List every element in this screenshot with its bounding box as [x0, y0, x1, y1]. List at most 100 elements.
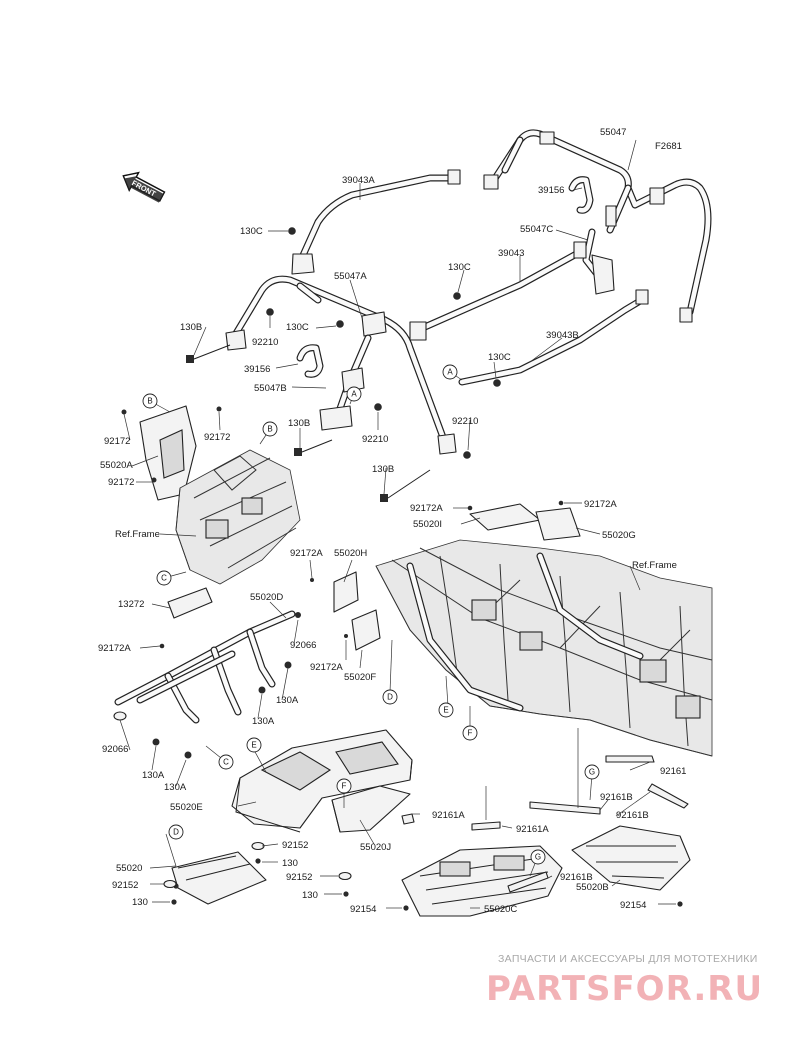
callout-b-2: B: [262, 421, 278, 437]
grab-bar-39156-rear: [568, 176, 594, 214]
part-label: 55047A: [334, 271, 367, 282]
ref-frame-label-front: Ref.Frame: [115, 529, 160, 540]
part-label: 55020A: [100, 460, 133, 471]
svg-text:A: A: [447, 368, 453, 377]
main-frame-reference: [375, 539, 713, 757]
part-label: 55047: [600, 127, 626, 138]
part-label: 92210: [252, 337, 278, 348]
callout-a-2: A: [442, 364, 458, 380]
svg-text:E: E: [251, 741, 256, 750]
part-label: 92210: [362, 434, 388, 445]
figure-code: F2681: [655, 141, 682, 152]
part-label: 92172A: [290, 548, 323, 559]
part-label: 55020G: [602, 530, 636, 541]
part-label: 55020C: [484, 904, 517, 915]
bumper-55020D: [113, 610, 301, 724]
part-label: 92154: [620, 900, 646, 911]
svg-text:F: F: [342, 782, 347, 791]
part-label: 55020F: [344, 672, 376, 683]
bolt-130B-c: [380, 469, 431, 502]
part-label: 130: [132, 897, 148, 908]
part-label: 92161: [660, 766, 686, 777]
part-label: 130C: [286, 322, 309, 333]
front-arrow-icon: FRONT: [122, 171, 166, 203]
guard-55020A: [121, 405, 222, 501]
cross-bar-39043: [409, 241, 587, 341]
part-label: 13272: [118, 599, 144, 610]
part-label: 55047B: [254, 383, 287, 394]
front-roll-hoop-55047A: [225, 275, 457, 455]
part-number-labels: 55047 39156 55047C 39043A 130C 39043 130…: [98, 127, 686, 915]
callouts: A A B B C C D D E E F F G G: [142, 364, 600, 865]
part-label: 55020D: [250, 592, 283, 603]
part-label: 55047C: [520, 224, 553, 235]
svg-text:G: G: [535, 853, 541, 862]
part-label: 130: [282, 858, 298, 869]
skid-plate-55020E: [231, 729, 413, 833]
rear-brace-55047C: [582, 205, 617, 295]
part-label: 92152: [112, 880, 138, 891]
skid-plate-55020C: [401, 845, 563, 917]
part-label: 130A: [142, 770, 165, 781]
part-label: 130B: [372, 464, 394, 475]
part-label: 92172A: [310, 662, 343, 673]
part-label: 92161A: [432, 810, 465, 821]
part-label: 55020I: [413, 519, 442, 530]
callout-c-1: C: [156, 570, 172, 586]
part-label: 55020E: [170, 802, 203, 813]
watermark: ЗАПЧАСТИ И АКСЕССУАРЫ ДЛЯ МОТОТЕХНИКИ PA…: [486, 953, 762, 1009]
part-label: 130A: [276, 695, 299, 706]
part-label: 130B: [288, 418, 310, 429]
part-label: 55020J: [360, 842, 391, 853]
strips-92161: [401, 755, 689, 893]
callout-f-2: F: [336, 778, 352, 794]
svg-text:C: C: [223, 758, 229, 767]
nut-92210-a: [266, 308, 274, 316]
part-label: 92152: [282, 840, 308, 851]
bolts-130A: [152, 661, 292, 759]
part-label: 92161B: [600, 792, 633, 803]
side-bar-39043A: [291, 169, 461, 275]
skid-plate-55020: [171, 851, 267, 905]
svg-text:G: G: [589, 768, 595, 777]
part-label: 92172: [204, 432, 230, 443]
callout-g-2: G: [530, 849, 546, 865]
svg-text:C: C: [161, 574, 167, 583]
skid-plate-55020J: [331, 785, 411, 833]
part-label: 92172A: [410, 503, 443, 514]
front-brace-55047B: [319, 334, 372, 431]
callout-d-1: D: [382, 689, 398, 705]
watermark-top-text: ЗАПЧАСТИ И АКСЕССУАРЫ ДЛЯ МОТОТЕХНИКИ: [498, 953, 758, 965]
front-frame-reference: [175, 449, 301, 585]
nut-130C-d: [493, 379, 501, 387]
callout-b-1: B: [142, 393, 158, 409]
part-label: 92172: [104, 436, 130, 447]
nut-130C-b: [453, 292, 461, 300]
svg-text:D: D: [173, 828, 179, 837]
part-label: 92172: [108, 477, 134, 488]
part-label: 39043A: [342, 175, 375, 186]
part-label: 92152: [286, 872, 312, 883]
callout-f-1: F: [462, 725, 478, 741]
part-label: 55020: [116, 863, 142, 874]
callout-c-2: C: [218, 754, 234, 770]
part-label: 39156: [538, 185, 564, 196]
part-label: 130A: [164, 782, 187, 793]
part-label: 92172A: [98, 643, 131, 654]
panels-55020I-55020G: [467, 500, 581, 541]
rear-roll-hoop-55047: [483, 129, 712, 323]
callout-e-2: E: [246, 737, 262, 753]
part-label: 92161A: [516, 824, 549, 835]
bracket-13272: [159, 587, 213, 649]
nut-92210-b: [374, 403, 382, 411]
bolt-130B-a: [186, 344, 231, 363]
side-bar-39043B: [458, 289, 649, 386]
part-label: 92172A: [584, 499, 617, 510]
part-label: 92210: [452, 416, 478, 427]
svg-text:F: F: [468, 729, 473, 738]
part-label: 130A: [252, 716, 275, 727]
svg-text:A: A: [351, 390, 357, 399]
callout-g-1: G: [584, 764, 600, 780]
part-label: 92154: [350, 904, 376, 915]
